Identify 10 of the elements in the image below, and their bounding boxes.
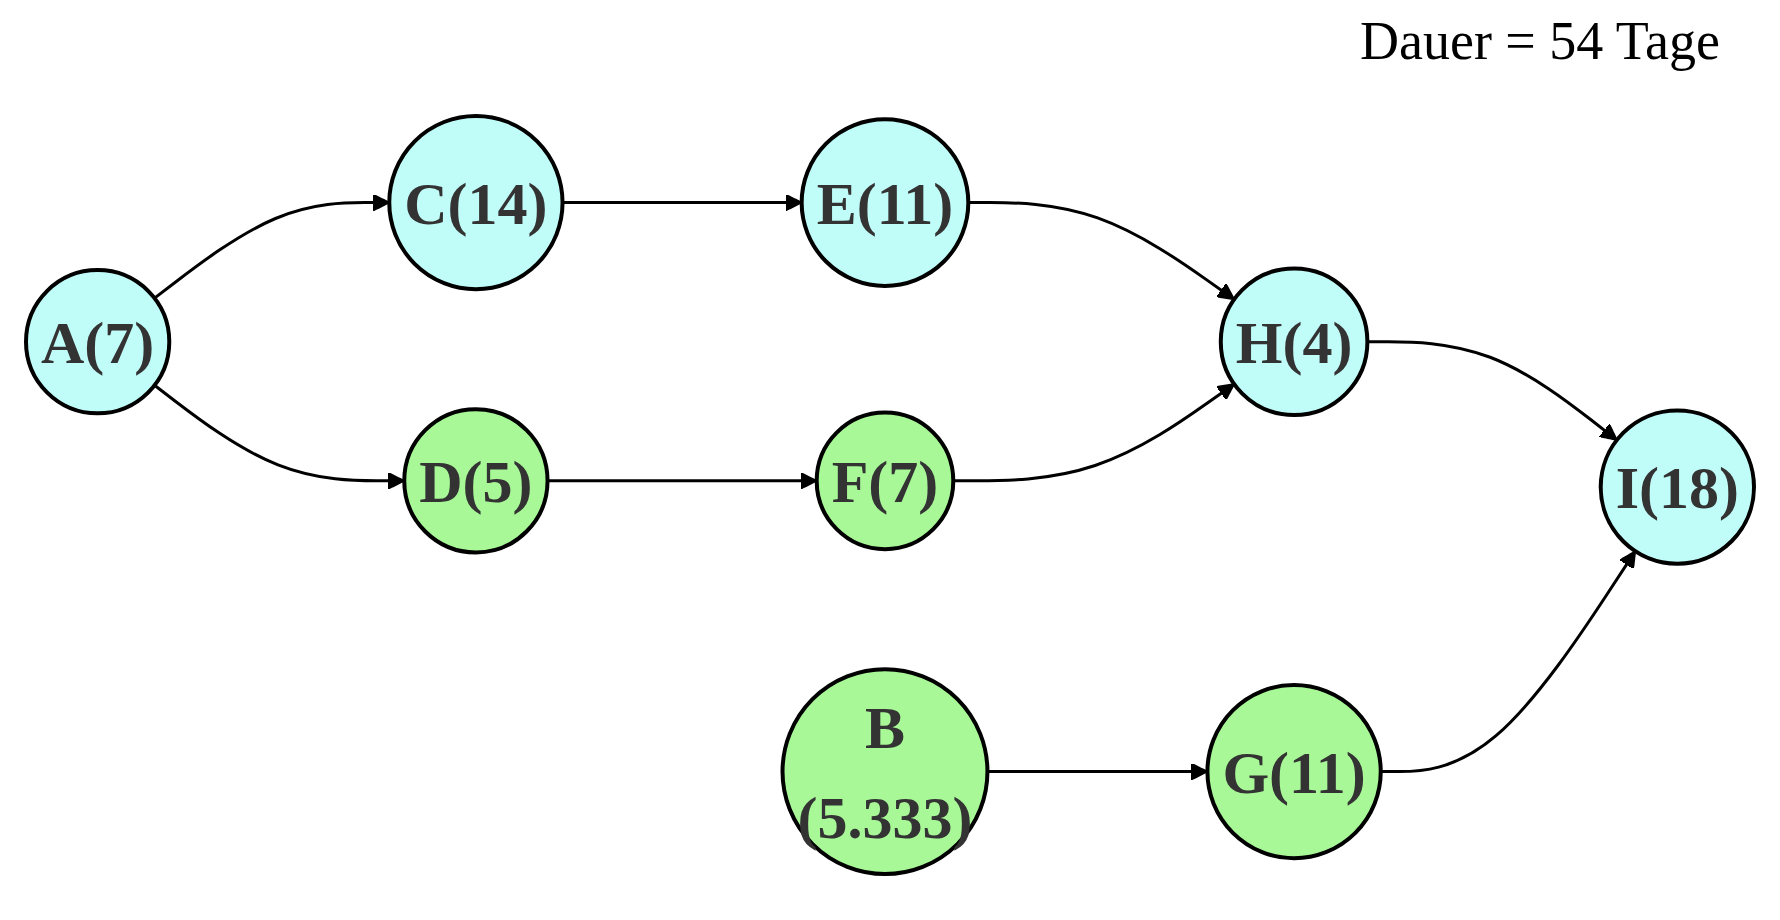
node-circle: I(18)	[1598, 408, 1756, 566]
node-circle: D(5)	[402, 407, 550, 555]
node-circle: H(4)	[1218, 266, 1370, 418]
node-circle: B (5.333)	[780, 667, 990, 877]
node-circle: E(11)	[799, 117, 971, 288]
node-circle: F(7)	[814, 410, 956, 552]
diagram-title: Dauer = 54 Tage	[1359, 10, 1720, 72]
node-circle: A(7)	[24, 268, 172, 416]
node-circle: G(11)	[1205, 682, 1383, 861]
node-circle: C(14)	[387, 113, 565, 292]
